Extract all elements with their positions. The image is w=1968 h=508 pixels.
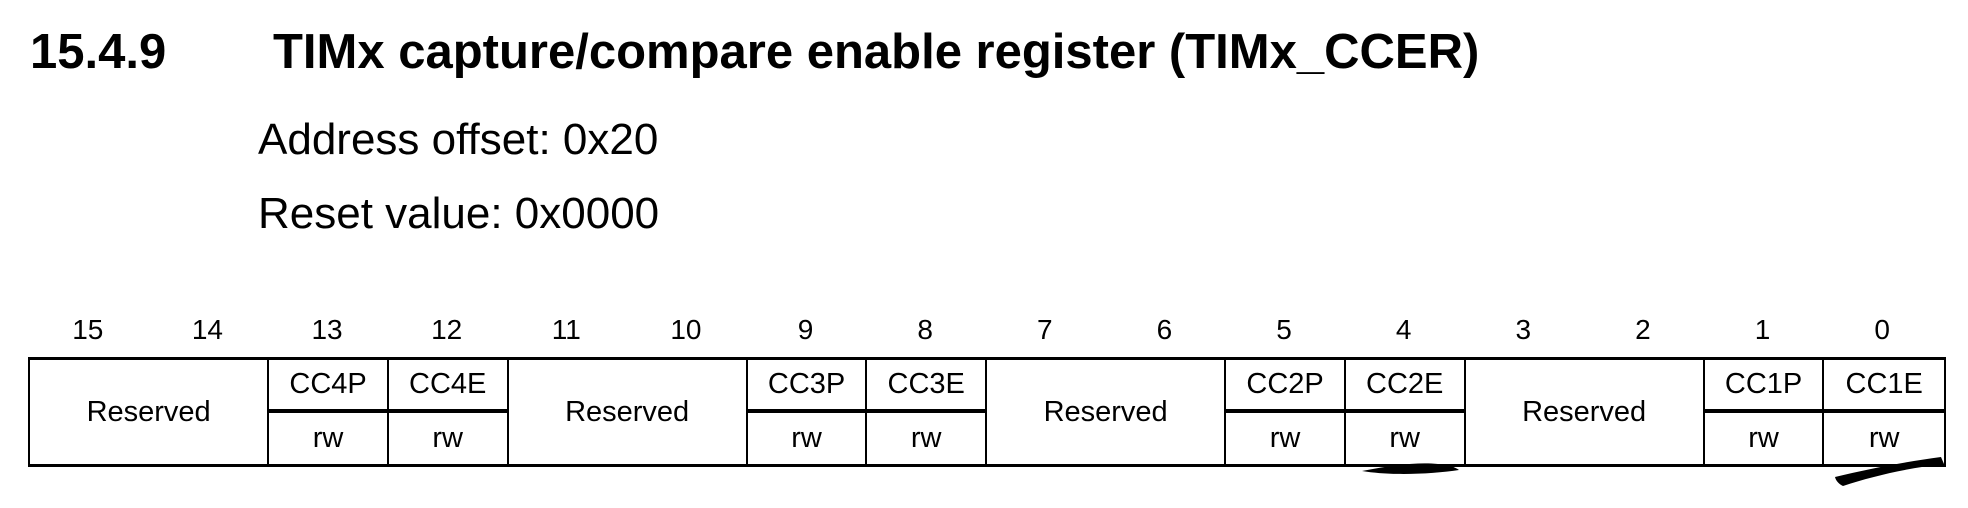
bit-number-14: 14 <box>191 314 224 345</box>
access-cc4p: rw <box>269 413 389 464</box>
bit-number-1: 1 <box>1754 314 1771 345</box>
access-cc4e: rw <box>389 413 509 464</box>
field-cc1p: CC1P <box>1704 360 1825 413</box>
field-cc3e: CC3E <box>867 360 987 413</box>
field-reserved-7-6: Reserved <box>987 360 1227 464</box>
bit-number-ruler: 15 14 13 12 11 10 9 8 7 6 5 4 3 2 1 0 <box>28 306 1942 344</box>
bit-number-9: 9 <box>797 314 814 345</box>
field-reserved-15-14: Reserved <box>30 360 270 464</box>
reset-value-line: Reset value: 0x0000 <box>258 189 660 238</box>
bit-number-5: 5 <box>1276 314 1292 345</box>
access-cc3p: rw <box>748 413 868 464</box>
field-cc3p: CC3P <box>747 360 868 413</box>
access-cc2e: rw <box>1346 413 1466 464</box>
register-bitfield-table: Reserved CC4P CC4E Reserved CC3P CC3E Re… <box>28 357 1946 467</box>
field-cc4p: CC4P <box>269 360 389 413</box>
bit-number-2: 2 <box>1635 314 1651 345</box>
field-reserved-3-2: Reserved <box>1466 360 1705 464</box>
bit-number-12: 12 <box>431 314 463 345</box>
page-title: TIMx capture/compare enable register (TI… <box>273 25 1480 79</box>
bit-number-8: 8 <box>917 314 933 345</box>
field-cc2p: CC2P <box>1226 360 1346 413</box>
bit-number-3: 3 <box>1515 314 1532 345</box>
bit-number-13: 13 <box>311 314 343 345</box>
field-reserved-11-10: Reserved <box>509 360 748 464</box>
bit-number-11: 11 <box>551 314 581 345</box>
access-cc1p: rw <box>1705 413 1825 464</box>
bit-number-15: 15 <box>72 314 104 345</box>
access-cc2p: rw <box>1226 413 1346 464</box>
field-cc2e: CC2E <box>1345 360 1466 413</box>
access-cc1e: rw <box>1868 422 1900 454</box>
bit-number-4: 4 <box>1395 314 1412 345</box>
access-cc3e: rw <box>867 413 987 464</box>
bit-number-10: 10 <box>670 314 702 345</box>
section-number: 15.4.9 <box>30 25 167 79</box>
field-cc1e: CC1E <box>1824 360 1944 413</box>
field-cc4e: CC4E <box>388 360 509 413</box>
bit-number-6: 6 <box>1156 314 1173 345</box>
bit-number-0: 0 <box>1874 314 1890 345</box>
address-offset-line: Address offset: 0x20 <box>258 115 659 164</box>
bit-number-7: 7 <box>1037 314 1053 345</box>
